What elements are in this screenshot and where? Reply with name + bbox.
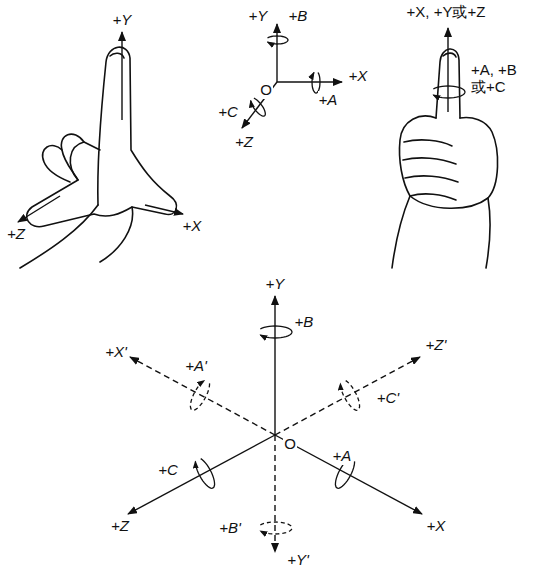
axis-label: +Z [234,133,254,150]
axis-label: +A' [184,357,208,374]
big-axes [128,296,422,552]
rotation-arrow [268,36,289,44]
axis-label: +Y [248,7,269,24]
axis-label: O [259,81,273,98]
axis-label: +X [182,217,203,234]
axis-label: +Z [110,517,130,534]
axis-label: +Y' [286,551,310,568]
right-hand [20,47,176,268]
axis-label: +Z' [425,336,448,353]
axis-label: +B [288,7,309,24]
hand-axes [18,32,183,222]
rotation-arrow [260,522,292,534]
axis-label: +A [332,447,353,464]
thumb-axis [447,28,448,112]
axis-label: +X, +Y或+Z [406,3,487,20]
axis-label: +X' [104,343,128,360]
rotation-arrow [312,73,320,94]
rotation-arrow [340,381,359,411]
rotation-arrow [260,326,292,338]
axis-label: +C [217,103,239,120]
axis-label: O [283,435,297,452]
rotation-arrow [251,98,266,116]
small-axes [242,24,342,128]
axis-label: +A, +B 或+C [470,61,530,96]
rotation-arrow [195,459,214,489]
axis-label: +Y [112,11,133,28]
rotation-arrow [190,381,209,411]
axis-label: +B [294,313,315,330]
axis-label: +X [348,67,369,84]
rotation-arrows [190,36,465,534]
axis-label: +A [318,91,339,108]
axis-label: +C' [376,389,400,406]
axis-label: +C [157,461,179,478]
axis-label: +Z [6,225,26,242]
axis-label: +B' [218,519,242,536]
rotation-arrow [433,86,465,98]
axis-label: +Y [265,275,286,292]
axis-label: +X [426,517,447,534]
